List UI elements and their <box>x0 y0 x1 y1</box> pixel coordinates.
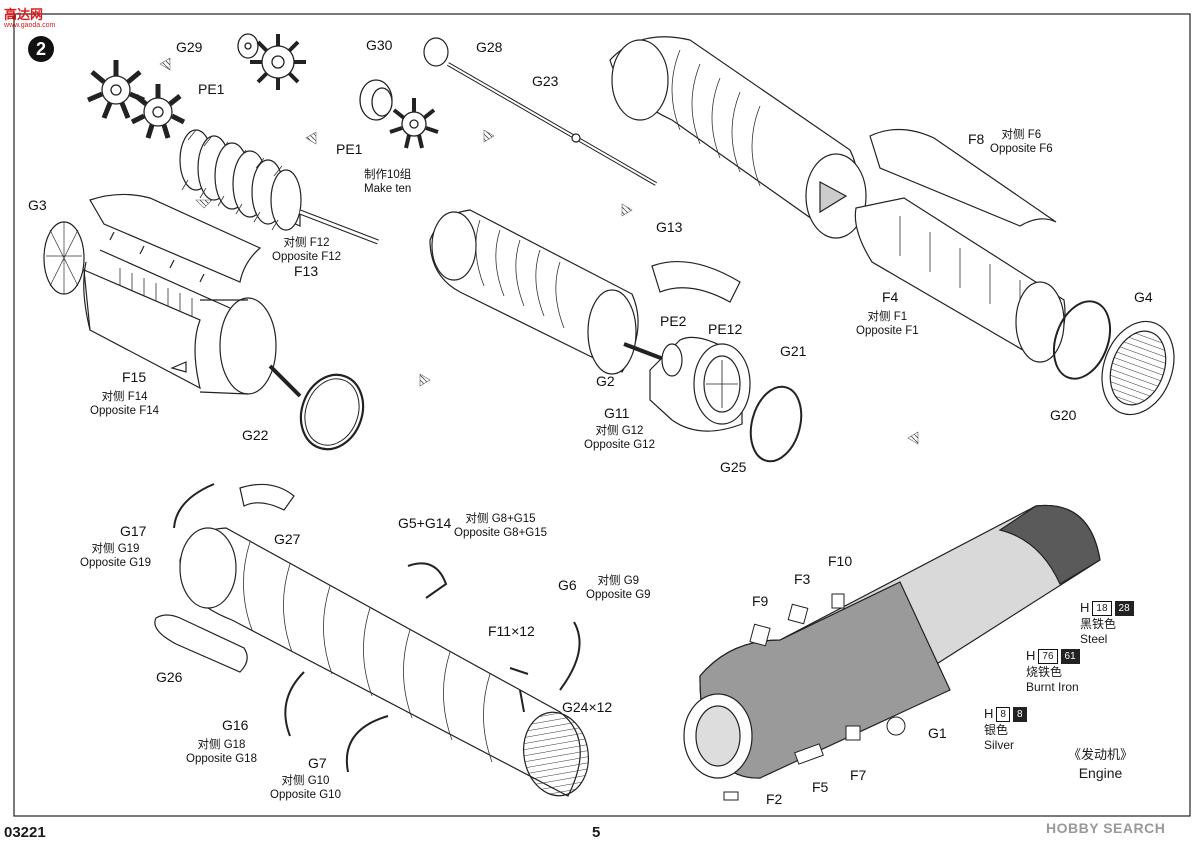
part-label-g24x12: G24×12 <box>562 699 613 715</box>
part-label-f15: F15 <box>122 369 147 385</box>
part-label-g23: G23 <box>532 73 559 89</box>
watermark: HOBBY SEARCH <box>1046 820 1166 836</box>
shaft-g23 <box>423 37 657 186</box>
part-label-g7: G7 <box>308 755 327 771</box>
fan-disk-g30 <box>359 79 439 149</box>
part-label-f8: F8 <box>968 131 985 147</box>
mid-casing <box>429 209 667 375</box>
part-label-g30: G30 <box>366 37 393 53</box>
nozzle-g4 <box>1101 320 1175 416</box>
part-label-f3: F3 <box>794 571 811 587</box>
part-label-g27: G27 <box>274 531 301 547</box>
engine-assembly-right <box>683 504 1101 801</box>
compressor-spool <box>179 129 379 245</box>
page-frame <box>13 13 1191 817</box>
part-label-g2: G2 <box>596 373 615 389</box>
kit-code: 03221 <box>4 824 46 841</box>
part-label-g21: G21 <box>780 343 807 359</box>
compressor-casing <box>43 193 302 398</box>
clamp-rings-left <box>173 483 581 773</box>
part-label-pe2: PE2 <box>660 313 687 329</box>
part-label-g1: G1 <box>928 725 947 741</box>
part-label-f11x12: F11×12 <box>488 623 535 639</box>
part-label-g3: G3 <box>28 197 47 213</box>
fan-disk-g29 <box>237 33 306 90</box>
part-label-pe1-top: PE1 <box>198 81 225 97</box>
site-logo: 高达网 <box>4 7 44 22</box>
part-label-f7: F7 <box>850 767 867 783</box>
part-label-f9: F9 <box>752 593 769 609</box>
section-caption: 《发动机》 Engine <box>1068 747 1134 782</box>
part-label-g20: G20 <box>1050 407 1077 423</box>
site-logo-url: www.gaoda.com <box>4 22 56 29</box>
engine-assembly-left <box>154 483 589 797</box>
ring-g20 <box>1052 300 1112 380</box>
afterburner-liner <box>649 260 751 432</box>
part-label-g11: G11 <box>604 405 630 421</box>
part-label-f2: F2 <box>766 791 783 807</box>
part-label-f10: F10 <box>828 553 853 569</box>
part-label-g26: G26 <box>156 669 183 685</box>
rear-casing <box>609 36 1066 363</box>
part-label-f13: F13 <box>294 263 319 279</box>
part-label-g22: G22 <box>242 427 269 443</box>
part-label-pe1-mid: PE1 <box>336 141 363 157</box>
part-label-g29: G29 <box>176 39 203 55</box>
part-label-pe12: PE12 <box>708 321 743 337</box>
part-label-g6: G6 <box>558 577 577 593</box>
part-label-g4: G4 <box>1134 289 1153 305</box>
part-label-g13: G13 <box>656 219 683 235</box>
step-number-badge: 2 <box>28 36 54 62</box>
part-label-g5-g14: G5+G14 <box>398 515 452 531</box>
part-label-f5: F5 <box>812 779 829 795</box>
part-label-g16: G16 <box>222 717 249 733</box>
page-number: 5 <box>592 824 601 841</box>
ring-g25 <box>749 385 803 463</box>
part-label-f4: F4 <box>882 289 899 305</box>
fan-disk-left <box>87 60 186 139</box>
part-label-g28: G28 <box>476 39 503 55</box>
ring-g22 <box>299 373 365 451</box>
part-label-g25: G25 <box>720 459 747 475</box>
part-label-g17: G17 <box>120 523 147 539</box>
